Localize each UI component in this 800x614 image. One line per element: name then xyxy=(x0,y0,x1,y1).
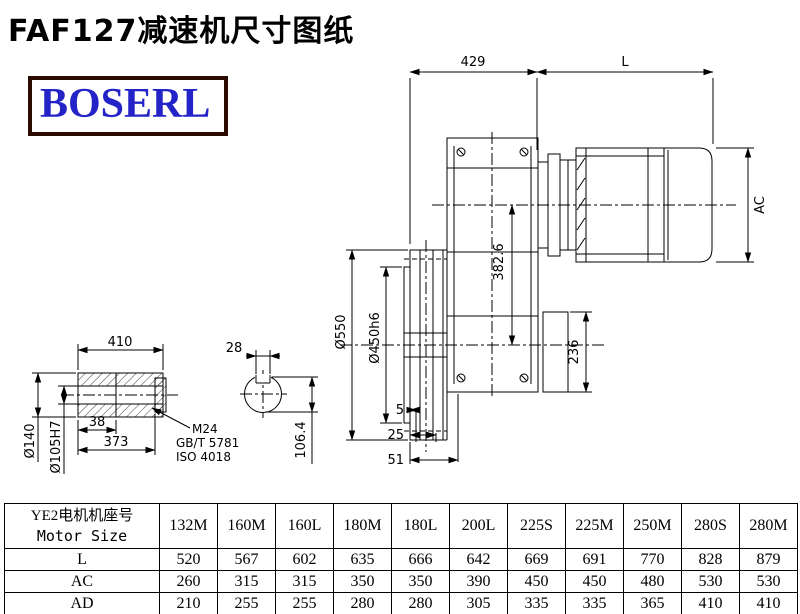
cell: 669 xyxy=(507,548,566,571)
cell: 530 xyxy=(739,570,798,593)
page-title: FAF127减速机尺寸图纸 xyxy=(8,14,355,49)
cell: 666 xyxy=(391,548,450,571)
cell: 410 xyxy=(739,592,798,614)
dim-51-label: 51 xyxy=(387,453,404,468)
col-header: 132M xyxy=(159,503,218,549)
dim-dia140-label: Ø140 xyxy=(23,423,38,458)
shaft-detail-view xyxy=(77,372,282,429)
cell: 315 xyxy=(217,570,276,593)
table-row-AD: AD 210 255 255 280 280 305 335 335 365 4… xyxy=(4,592,798,614)
table-row-L: L 520 567 602 635 666 642 669 691 770 82… xyxy=(4,548,798,571)
cell: 450 xyxy=(507,570,566,593)
cell: 770 xyxy=(623,548,682,571)
row-label: AD xyxy=(4,592,160,614)
cell: 642 xyxy=(449,548,508,571)
cell: 365 xyxy=(623,592,682,614)
fan-cover xyxy=(663,147,713,263)
row-label: AC xyxy=(4,570,160,593)
dim-AC-label: AC xyxy=(753,196,768,214)
cell: 480 xyxy=(623,570,682,593)
dim-38-label: 38 xyxy=(89,415,106,430)
cell: 260 xyxy=(159,570,218,593)
motor xyxy=(537,147,713,263)
motor-size-header-en: Motor Size xyxy=(36,526,128,545)
cell: 350 xyxy=(391,570,450,593)
col-header: 250M xyxy=(623,503,682,549)
cell: 828 xyxy=(681,548,740,571)
cell: 879 xyxy=(739,548,798,571)
cell: 390 xyxy=(449,570,508,593)
row-label: L xyxy=(4,548,160,571)
dim-dia105-label: Ø105H7 xyxy=(49,420,64,473)
cell: 315 xyxy=(275,570,334,593)
dim-28-label: 28 xyxy=(226,341,243,356)
bolt-note-gb: GB/T 5781 xyxy=(176,436,239,450)
table-header-row: YE2电机机座号 Motor Size 132M 160M 160L 180M … xyxy=(4,503,798,549)
col-header: 160L xyxy=(275,503,334,549)
dim-dia450-label: Ø450h6 xyxy=(368,312,383,364)
cell: 335 xyxy=(507,592,566,614)
col-header: 160M xyxy=(217,503,276,549)
dim-dia550-label: Ø550 xyxy=(334,314,349,349)
col-header: 280M xyxy=(739,503,798,549)
col-header: 200L xyxy=(449,503,508,549)
dim-410-label: 410 xyxy=(108,335,133,350)
output-flange xyxy=(403,249,447,441)
motor-size-header-cn: YE2电机机座号 xyxy=(30,508,134,525)
motor-dimension-table: YE2电机机座号 Motor Size 132M 160M 160L 180M … xyxy=(4,503,798,614)
cell: 280 xyxy=(391,592,450,614)
col-header: 225M xyxy=(565,503,624,549)
cell: 255 xyxy=(217,592,276,614)
cell: 520 xyxy=(159,548,218,571)
cell: 335 xyxy=(565,592,624,614)
dim-236-label: 236 xyxy=(567,340,582,365)
cell: 635 xyxy=(333,548,392,571)
col-header: 180L xyxy=(391,503,450,549)
cell: 602 xyxy=(275,548,334,571)
bolt-note-iso: ISO 4018 xyxy=(176,450,231,464)
cell: 280 xyxy=(333,592,392,614)
bolt-note-m24: M24 xyxy=(192,422,218,436)
col-header: 180M xyxy=(333,503,392,549)
dim-373-label: 373 xyxy=(104,435,129,450)
dimension-lines-main xyxy=(346,68,754,464)
dim-L-label: L xyxy=(621,55,629,70)
brand-logo-box: BOSERL xyxy=(28,76,229,137)
gearbox-housing xyxy=(443,137,569,441)
cell: 530 xyxy=(681,570,740,593)
col-header: 280S xyxy=(681,503,740,549)
cell: 691 xyxy=(565,548,624,571)
dimension-lines-shaft xyxy=(32,344,318,474)
cell: 567 xyxy=(217,548,276,571)
dim-5-label: 5 xyxy=(396,403,404,418)
cell: 210 xyxy=(159,592,218,614)
dim-106-label: 106.4 xyxy=(294,421,309,458)
cell: 450 xyxy=(565,570,624,593)
cell: 255 xyxy=(275,592,334,614)
dim-429-label: 429 xyxy=(461,55,486,70)
cell: 410 xyxy=(681,592,740,614)
dim-25-label: 25 xyxy=(387,428,404,443)
table-row-AC: AC 260 315 315 350 350 390 450 450 480 5… xyxy=(4,570,798,593)
col-header: 225S xyxy=(507,503,566,549)
dim-382-label: 382.6 xyxy=(492,243,507,280)
motor-size-header: YE2电机机座号 Motor Size xyxy=(4,503,160,549)
cell: 305 xyxy=(449,592,508,614)
cell: 350 xyxy=(333,570,392,593)
brand-logo-text: BOSERL xyxy=(40,81,211,127)
